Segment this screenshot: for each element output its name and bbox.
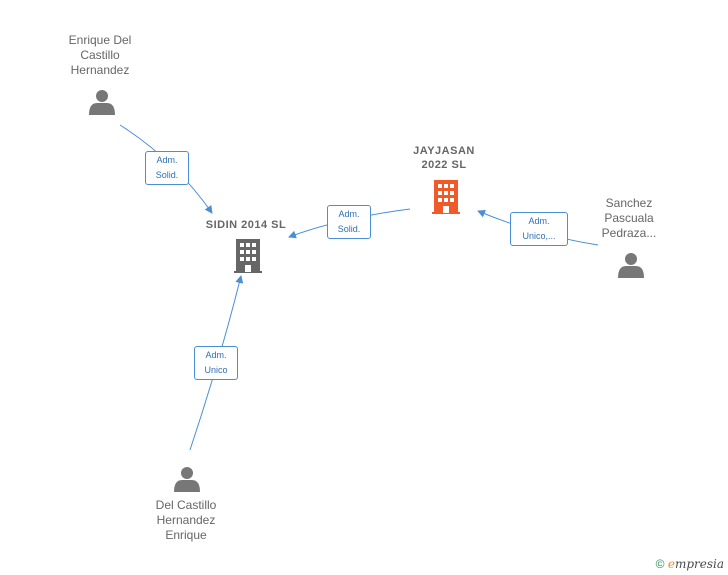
company-label-jayjasan[interactable]: JAYJASAN 2022 SL bbox=[394, 144, 494, 172]
label-line: Sanchez bbox=[605, 196, 653, 210]
person-icon bbox=[174, 467, 200, 492]
empresia-logo-text: mpresia bbox=[674, 557, 724, 571]
edge-label-line: Adm. bbox=[156, 155, 178, 165]
edge-label-line: Solid. bbox=[337, 224, 361, 234]
person-icon bbox=[89, 90, 115, 115]
person-label-sanchez-pascuala-pedraza[interactable]: Sanchez Pascuala Pedraza... bbox=[583, 196, 675, 241]
empresia-logo-e: e bbox=[667, 557, 675, 571]
label-line: 2022 SL bbox=[421, 159, 467, 171]
person-icon bbox=[618, 253, 644, 278]
label-line: Enrique Del bbox=[68, 33, 132, 47]
label-line: JAYJASAN bbox=[413, 145, 475, 157]
building-icon bbox=[432, 180, 460, 214]
label-line: Castillo bbox=[80, 48, 120, 62]
label-line: Pedraza... bbox=[601, 226, 657, 240]
edge-label-line: Adm. bbox=[528, 216, 550, 226]
copyright-symbol: © bbox=[655, 557, 665, 571]
edge-label-adm-unico: Adm. Unico,... bbox=[510, 212, 568, 246]
label-line: SIDIN 2014 SL bbox=[205, 219, 287, 231]
person-label-enrique-del-castillo-hernandez[interactable]: Enrique Del Castillo Hernandez bbox=[44, 33, 156, 78]
edge-label-line: Unico bbox=[204, 365, 228, 375]
edge-label-adm-solid: Adm. Solid. bbox=[145, 151, 189, 185]
edge-label-line: Solid. bbox=[155, 170, 179, 180]
person-label-del-castillo-hernandez-enrique[interactable]: Del Castillo Hernandez Enrique bbox=[134, 498, 238, 543]
label-line: Hernandez bbox=[156, 513, 216, 527]
label-line: Enrique bbox=[165, 528, 207, 542]
edge-label-adm-solid: Adm. Solid. bbox=[327, 205, 371, 239]
edge-label-adm-unico: Adm. Unico bbox=[194, 346, 238, 380]
edge-label-line: Unico,... bbox=[522, 231, 556, 241]
label-line: Del Castillo bbox=[155, 498, 217, 512]
edge-label-line: Adm. bbox=[205, 350, 227, 360]
empresia-watermark: © empresia bbox=[656, 557, 724, 571]
label-line: Pascuala bbox=[604, 211, 654, 225]
company-label-sidin[interactable]: SIDIN 2014 SL bbox=[190, 218, 302, 232]
edge-label-line: Adm. bbox=[338, 209, 360, 219]
building-icon bbox=[234, 239, 262, 273]
label-line: Hernandez bbox=[70, 63, 130, 77]
